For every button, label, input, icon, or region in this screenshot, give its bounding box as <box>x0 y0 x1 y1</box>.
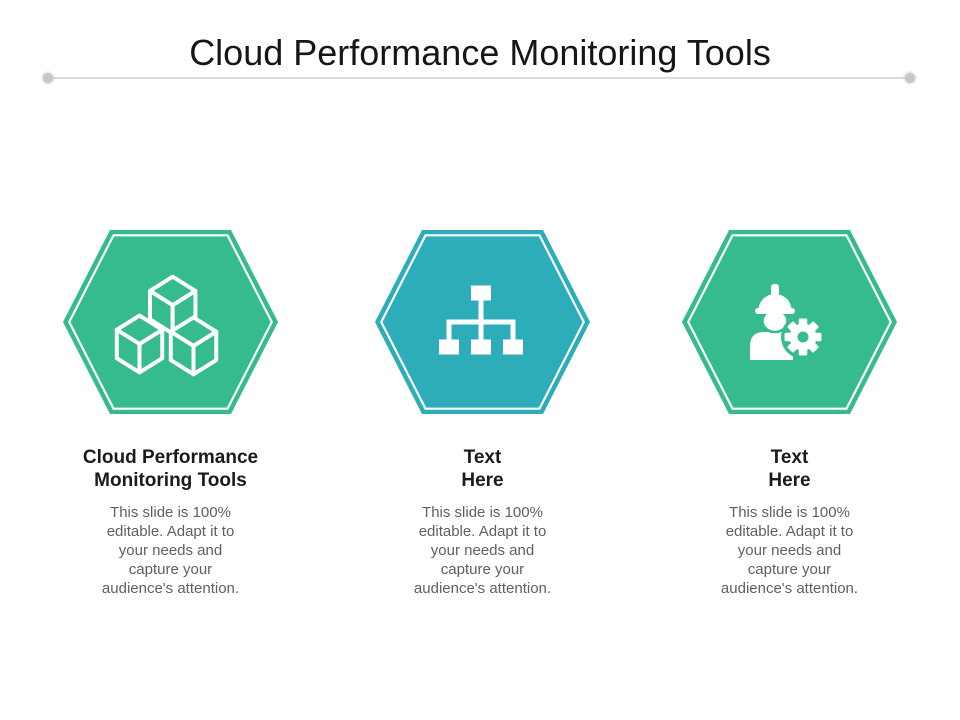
column-heading: Text Here <box>682 446 897 492</box>
column-heading: Cloud Performance Monitoring Tools <box>63 446 278 492</box>
heading-line: Here <box>768 470 811 491</box>
hexagon-cloud-performance <box>63 230 278 414</box>
body-line: This slide is 100% <box>729 504 850 521</box>
body-line: your needs and <box>430 542 535 559</box>
heading-line: Text <box>463 447 502 468</box>
heading-line: Monitoring Tools <box>94 470 247 491</box>
body-line: This slide is 100% <box>422 504 543 521</box>
body-line: editable. Adapt it to <box>418 523 547 540</box>
heading-line: Cloud Performance <box>82 447 259 468</box>
title-divider-line <box>48 77 910 79</box>
column-body: This slide is 100% editable. Adapt it to… <box>682 503 897 598</box>
heading-line: Text <box>770 447 809 468</box>
column-body: This slide is 100% editable. Adapt it to… <box>63 503 278 598</box>
column-body: This slide is 100% editable. Adapt it to… <box>375 503 590 598</box>
hexagon-hierarchy <box>375 230 590 414</box>
cubes-icon <box>114 274 218 377</box>
divider-dot-left <box>43 73 53 83</box>
body-line: your needs and <box>118 542 223 559</box>
slide-title: Cloud Performance Monitoring Tools <box>189 32 771 73</box>
column-text-here-1: Text Here This slide is 100% editable. A… <box>375 230 590 598</box>
body-line: capture your <box>440 561 525 578</box>
divider-dot-right <box>905 73 915 83</box>
body-line: This slide is 100% <box>110 504 231 521</box>
column-text-here-2: Text Here This slide is 100% editable. A… <box>682 230 897 598</box>
body-line: audience's attention. <box>720 580 859 597</box>
engineer-gear-icon <box>749 284 825 360</box>
hexagon-engineer <box>682 230 897 414</box>
body-line: capture your <box>747 561 832 578</box>
column-cloud-performance: Cloud Performance Monitoring Tools This … <box>63 230 278 598</box>
org-hierarchy-icon <box>438 285 523 355</box>
body-line: audience's attention. <box>413 580 552 597</box>
column-heading: Text Here <box>375 446 590 492</box>
body-line: your needs and <box>737 542 842 559</box>
body-line: editable. Adapt it to <box>106 523 235 540</box>
body-line: capture your <box>128 561 213 578</box>
body-line: editable. Adapt it to <box>725 523 854 540</box>
body-line: audience's attention. <box>101 580 240 597</box>
heading-line: Here <box>461 470 504 491</box>
